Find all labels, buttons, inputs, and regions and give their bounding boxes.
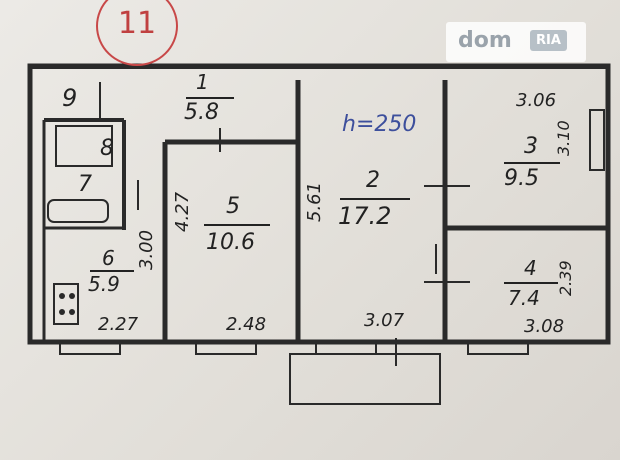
dim-room2-depth: 5.61 (304, 181, 325, 222)
dim-room4-width: 3.08 (524, 316, 565, 337)
room-4-fraction-line (504, 282, 558, 284)
room-4-number: 4 (524, 256, 537, 280)
sink-shape (55, 125, 113, 167)
room-6-area: 5.9 (88, 272, 120, 296)
dim-room3-depth: 3.10 (554, 120, 573, 156)
window (195, 341, 257, 355)
stove-burner (59, 309, 65, 315)
watermark-brand: dom (458, 28, 512, 53)
bathtub-shape (47, 199, 109, 223)
stove-shape (53, 283, 79, 325)
room-4-area: 7.4 (508, 286, 540, 310)
room-1-fraction-line (186, 97, 234, 99)
room-8-number: 8 (100, 136, 114, 161)
room-7-number: 7 (78, 172, 92, 197)
room-5-number: 5 (226, 194, 240, 219)
sheet-number: 11 (96, 0, 178, 66)
room-5-fraction-line (204, 224, 270, 226)
room-6-fraction-line (90, 270, 134, 272)
dim-room2-width: 3.07 (364, 310, 405, 331)
window (59, 341, 121, 355)
ceiling-height: h=250 (342, 112, 417, 137)
window-right (589, 109, 605, 171)
stove-burner (69, 293, 75, 299)
room-3-fraction-line (504, 162, 560, 164)
room-3-area: 9.5 (504, 166, 539, 191)
room-2-number: 2 (366, 168, 380, 193)
room-1-area: 5.8 (184, 100, 219, 125)
dim-room5-width: 2.48 (226, 314, 267, 335)
window (467, 341, 529, 355)
room-2-area: 17.2 (338, 202, 392, 230)
stove-burner (59, 293, 65, 299)
watermark-sub: RIA (530, 30, 567, 51)
dim-room4-depth: 2.39 (556, 260, 575, 296)
dim-room3-width: 3.06 (516, 90, 557, 111)
dim-bath-width: 2.27 (98, 314, 139, 335)
stove-burner (69, 309, 75, 315)
dim-room5-depth: 4.27 (172, 191, 193, 232)
room-6-number: 6 (102, 246, 115, 270)
balcony (289, 353, 441, 405)
room-3-number: 3 (524, 134, 538, 159)
dim-bath-depth: 3.00 (136, 229, 157, 270)
room-9-number: 9 (62, 84, 78, 112)
room-2-fraction-line (340, 198, 410, 200)
room-1-number: 1 (196, 70, 209, 94)
watermark: dom RIA (446, 22, 586, 62)
room-5-area: 10.6 (206, 230, 255, 255)
